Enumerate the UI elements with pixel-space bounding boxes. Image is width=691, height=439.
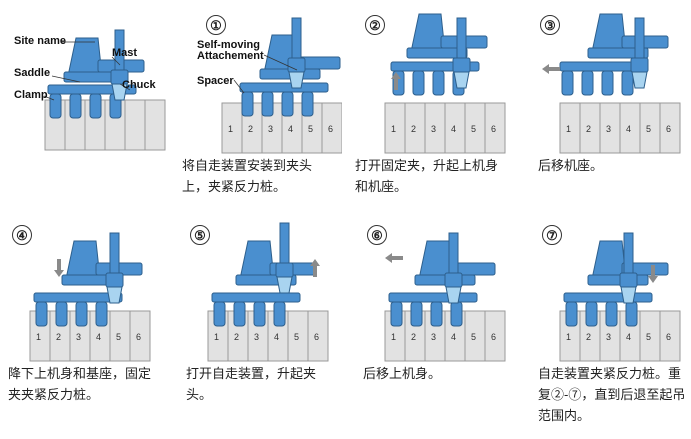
arrow-left-icon [542,64,560,74]
svg-text:4: 4 [451,332,456,342]
step-7-caption: 自走装置夹紧反力桩。重复②-⑦，直到后退至起吊范围内。 [538,366,686,423]
step-4-diagram: 1 2 3 4 5 6 [29,232,151,362]
mast-label: Mast [112,47,138,59]
step-5-diagram: 1 2 3 4 5 6 [207,222,329,362]
svg-text:3: 3 [606,332,611,342]
step-6-diagram: 1 2 3 4 5 6 [384,232,506,362]
step-4-panel: ④ 1 2 3 4 5 6 降下上机身和基座，固定夹夹紧反力桩。 [0,215,160,425]
arrow-left-icon [385,253,403,263]
svg-text:6: 6 [666,124,671,134]
svg-text:2: 2 [234,332,239,342]
step-2-panel: ② 1 2 3 4 5 6 打开固定夹，升起上机身和机座。 [345,0,506,210]
svg-text:4: 4 [451,124,456,134]
svg-text:2: 2 [586,124,591,134]
svg-text:5: 5 [471,124,476,134]
svg-text:1: 1 [391,124,396,134]
attachement-label: Attachement [197,50,264,62]
step-5-panel: ⑤ 1 2 3 4 5 6 打开自走装置，升起夹头。 [178,215,338,425]
self-moving-label: Self-moving [197,39,260,51]
site-name-label: Site name [14,35,66,47]
svg-text:1: 1 [214,332,219,342]
svg-text:2: 2 [586,332,591,342]
svg-text:2: 2 [56,332,61,342]
step-2-diagram: 1 2 3 4 5 6 [384,13,506,154]
step-1-panel: ① Self-moving Attachement Spacer 1 2 3 4 5… [172,0,342,210]
svg-text:2: 2 [411,124,416,134]
svg-text:5: 5 [646,124,651,134]
svg-text:3: 3 [76,332,81,342]
step-3-caption: 后移机座。 [538,158,604,173]
step-6-caption: 后移上机身。 [363,366,442,381]
svg-text:1: 1 [566,332,571,342]
svg-text:3: 3 [606,124,611,134]
pile-4: 4 [288,124,293,134]
svg-text:4: 4 [626,332,631,342]
svg-text:4: 4 [96,332,101,342]
svg-text:1: 1 [566,124,571,134]
saddle-label: Saddle [14,67,51,79]
svg-text:1: 1 [391,332,396,342]
step-1-number: ① [206,15,226,35]
pile-1: 1 [228,124,233,134]
svg-text:1: 1 [36,332,41,342]
svg-text:5: 5 [471,332,476,342]
pile-3: 3 [268,124,273,134]
svg-text:3: 3 [254,332,259,342]
pile-5: 5 [308,124,313,134]
svg-text:6: 6 [491,332,496,342]
pile-6: 6 [328,124,333,134]
pile-2: 2 [248,124,253,134]
svg-text:2: 2 [411,332,416,342]
step-6-number: ⑥ [367,225,387,245]
svg-text:5: 5 [294,332,299,342]
step-3-panel: ③ 1 2 3 4 5 6 后移机座。 [520,0,681,210]
svg-text:3: 3 [431,124,436,134]
spacer-label: Spacer [197,75,234,87]
svg-text:5: 5 [646,332,651,342]
overview-diagram [43,29,166,151]
step-7-panel: ⑦ 1 2 3 4 5 6 自走装置夹紧反力桩。重复②-⑦，直到后退至起吊范围内。 [530,215,690,425]
svg-text:6: 6 [314,332,319,342]
step-1-diagram: 1 2 3 4 5 6 [221,17,342,154]
svg-text:6: 6 [136,332,141,342]
step-3-number: ③ [540,15,560,35]
chuck-label: Chuck [122,79,156,91]
step-7-number: ⑦ [542,225,562,245]
svg-text:4: 4 [626,124,631,134]
step-5-number: ⑤ [190,225,210,245]
arrow-down-icon [54,259,64,277]
step-2-number: ② [365,15,385,35]
step-4-number: ④ [12,225,32,245]
overview-panel: Site name Mast Saddle Chuck Clamp [0,0,166,210]
clamp-label: Clamp [14,89,48,101]
step-5-caption: 打开自走装置，升起夹头。 [186,366,317,402]
svg-text:6: 6 [666,332,671,342]
step-2-caption: 打开固定夹，升起上机身和机座。 [355,158,499,194]
svg-text:6: 6 [491,124,496,134]
svg-text:4: 4 [274,332,279,342]
step-1-caption: 将自走装置安装到夹头上，夹紧反力桩。 [182,158,313,194]
step-4-caption: 降下上机身和基座，固定夹夹紧反力桩。 [8,366,152,402]
step-6-panel: ⑥ 1 2 3 4 5 6 后移上机身。 [355,215,515,425]
svg-text:5: 5 [116,332,121,342]
step-7-diagram: 1 2 3 4 5 6 [559,232,681,362]
step-3-diagram: 1 2 3 4 5 6 [542,13,681,154]
svg-text:3: 3 [431,332,436,342]
